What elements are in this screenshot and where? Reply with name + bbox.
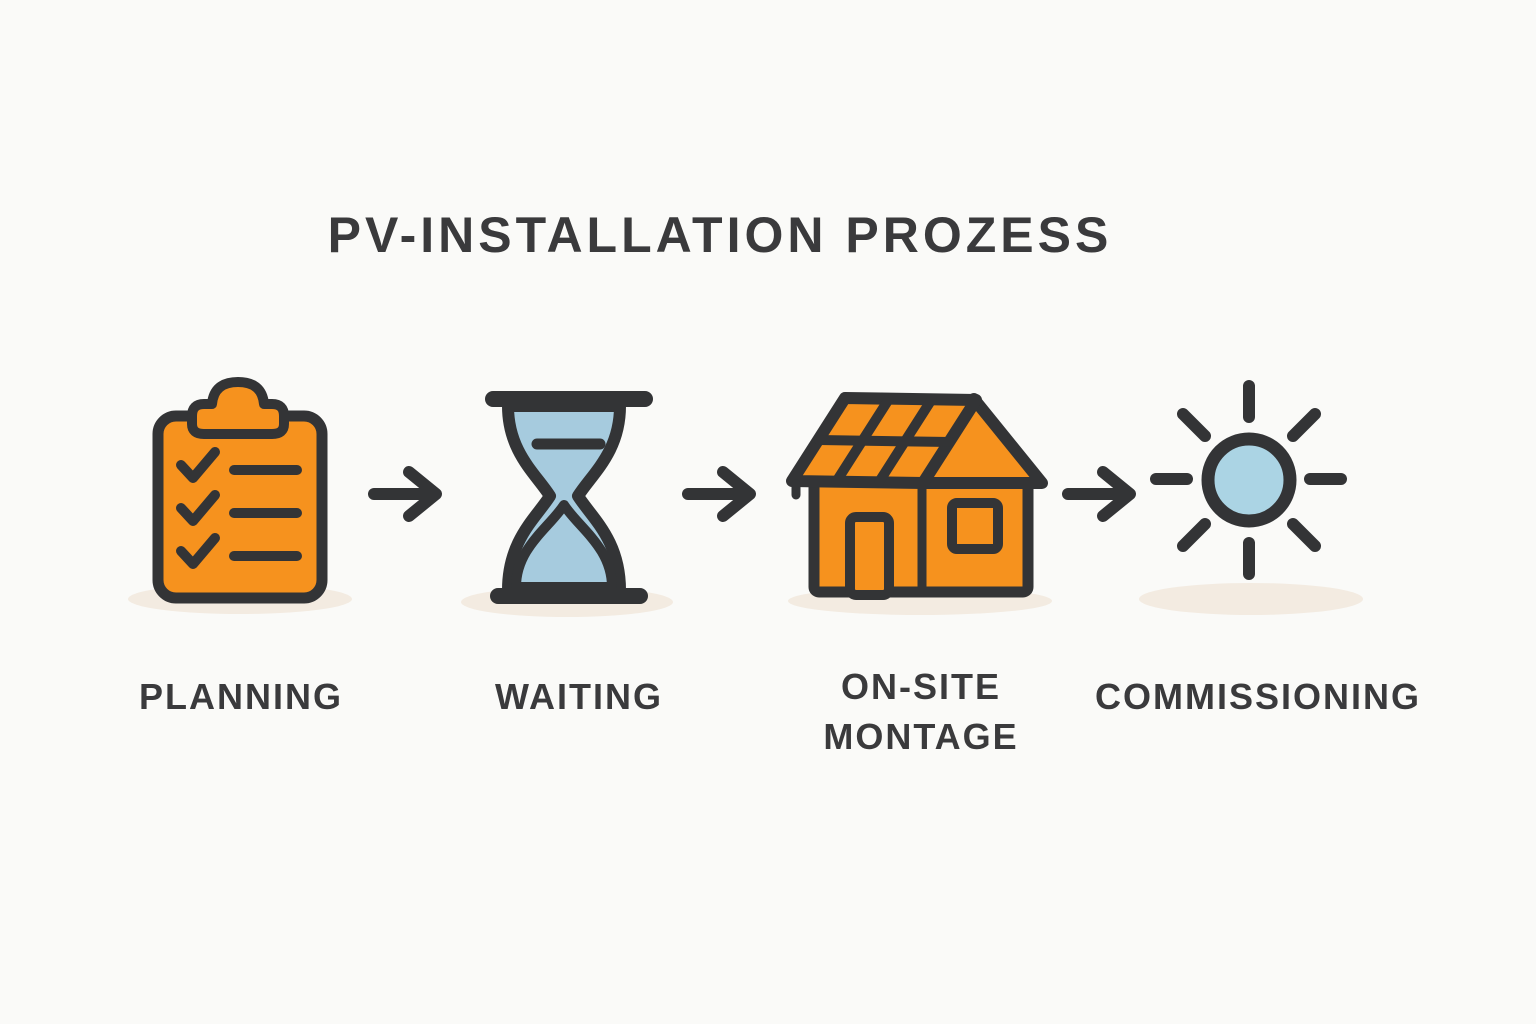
clipboard-checkmarks [176, 447, 220, 569]
page-title: PV-INSTALLATION PROZESS [327, 207, 1113, 263]
step-label-waiting: WAITING [429, 676, 729, 718]
step-label-on-site-montage: ON-SITE MONTAGE [771, 662, 1071, 762]
arrow-right-icon [368, 466, 442, 522]
sun-icon [1139, 380, 1363, 615]
step-label-text: PLANNING [139, 676, 343, 717]
house-solar-panels-icon [786, 392, 1052, 615]
hourglass-icon [461, 391, 673, 617]
house-door [845, 512, 894, 600]
house-window [947, 498, 1003, 554]
step-label-text: COMMISSIONING [1094, 676, 1421, 717]
step-label-planning: PLANNING [91, 676, 391, 718]
step-label-text: MONTAGE [823, 716, 1019, 757]
step-label-text: ON-SITE [840, 666, 1001, 707]
step-label-commissioning: COMMISSIONING [1078, 676, 1438, 718]
arrow-right-icon [682, 466, 756, 522]
solar-panel-grid [814, 394, 955, 487]
arrow-right-icon [1062, 466, 1136, 522]
hourglass-sand-mound [511, 500, 617, 592]
clipboard-checklist-icon [128, 377, 352, 614]
sun-disc [1201, 432, 1297, 528]
step-label-text: WAITING [495, 676, 663, 717]
clipboard-clip [187, 377, 289, 439]
clipboard-list-lines [229, 465, 302, 561]
icon-shadow [1139, 583, 1363, 615]
sun-rays [1150, 380, 1347, 580]
